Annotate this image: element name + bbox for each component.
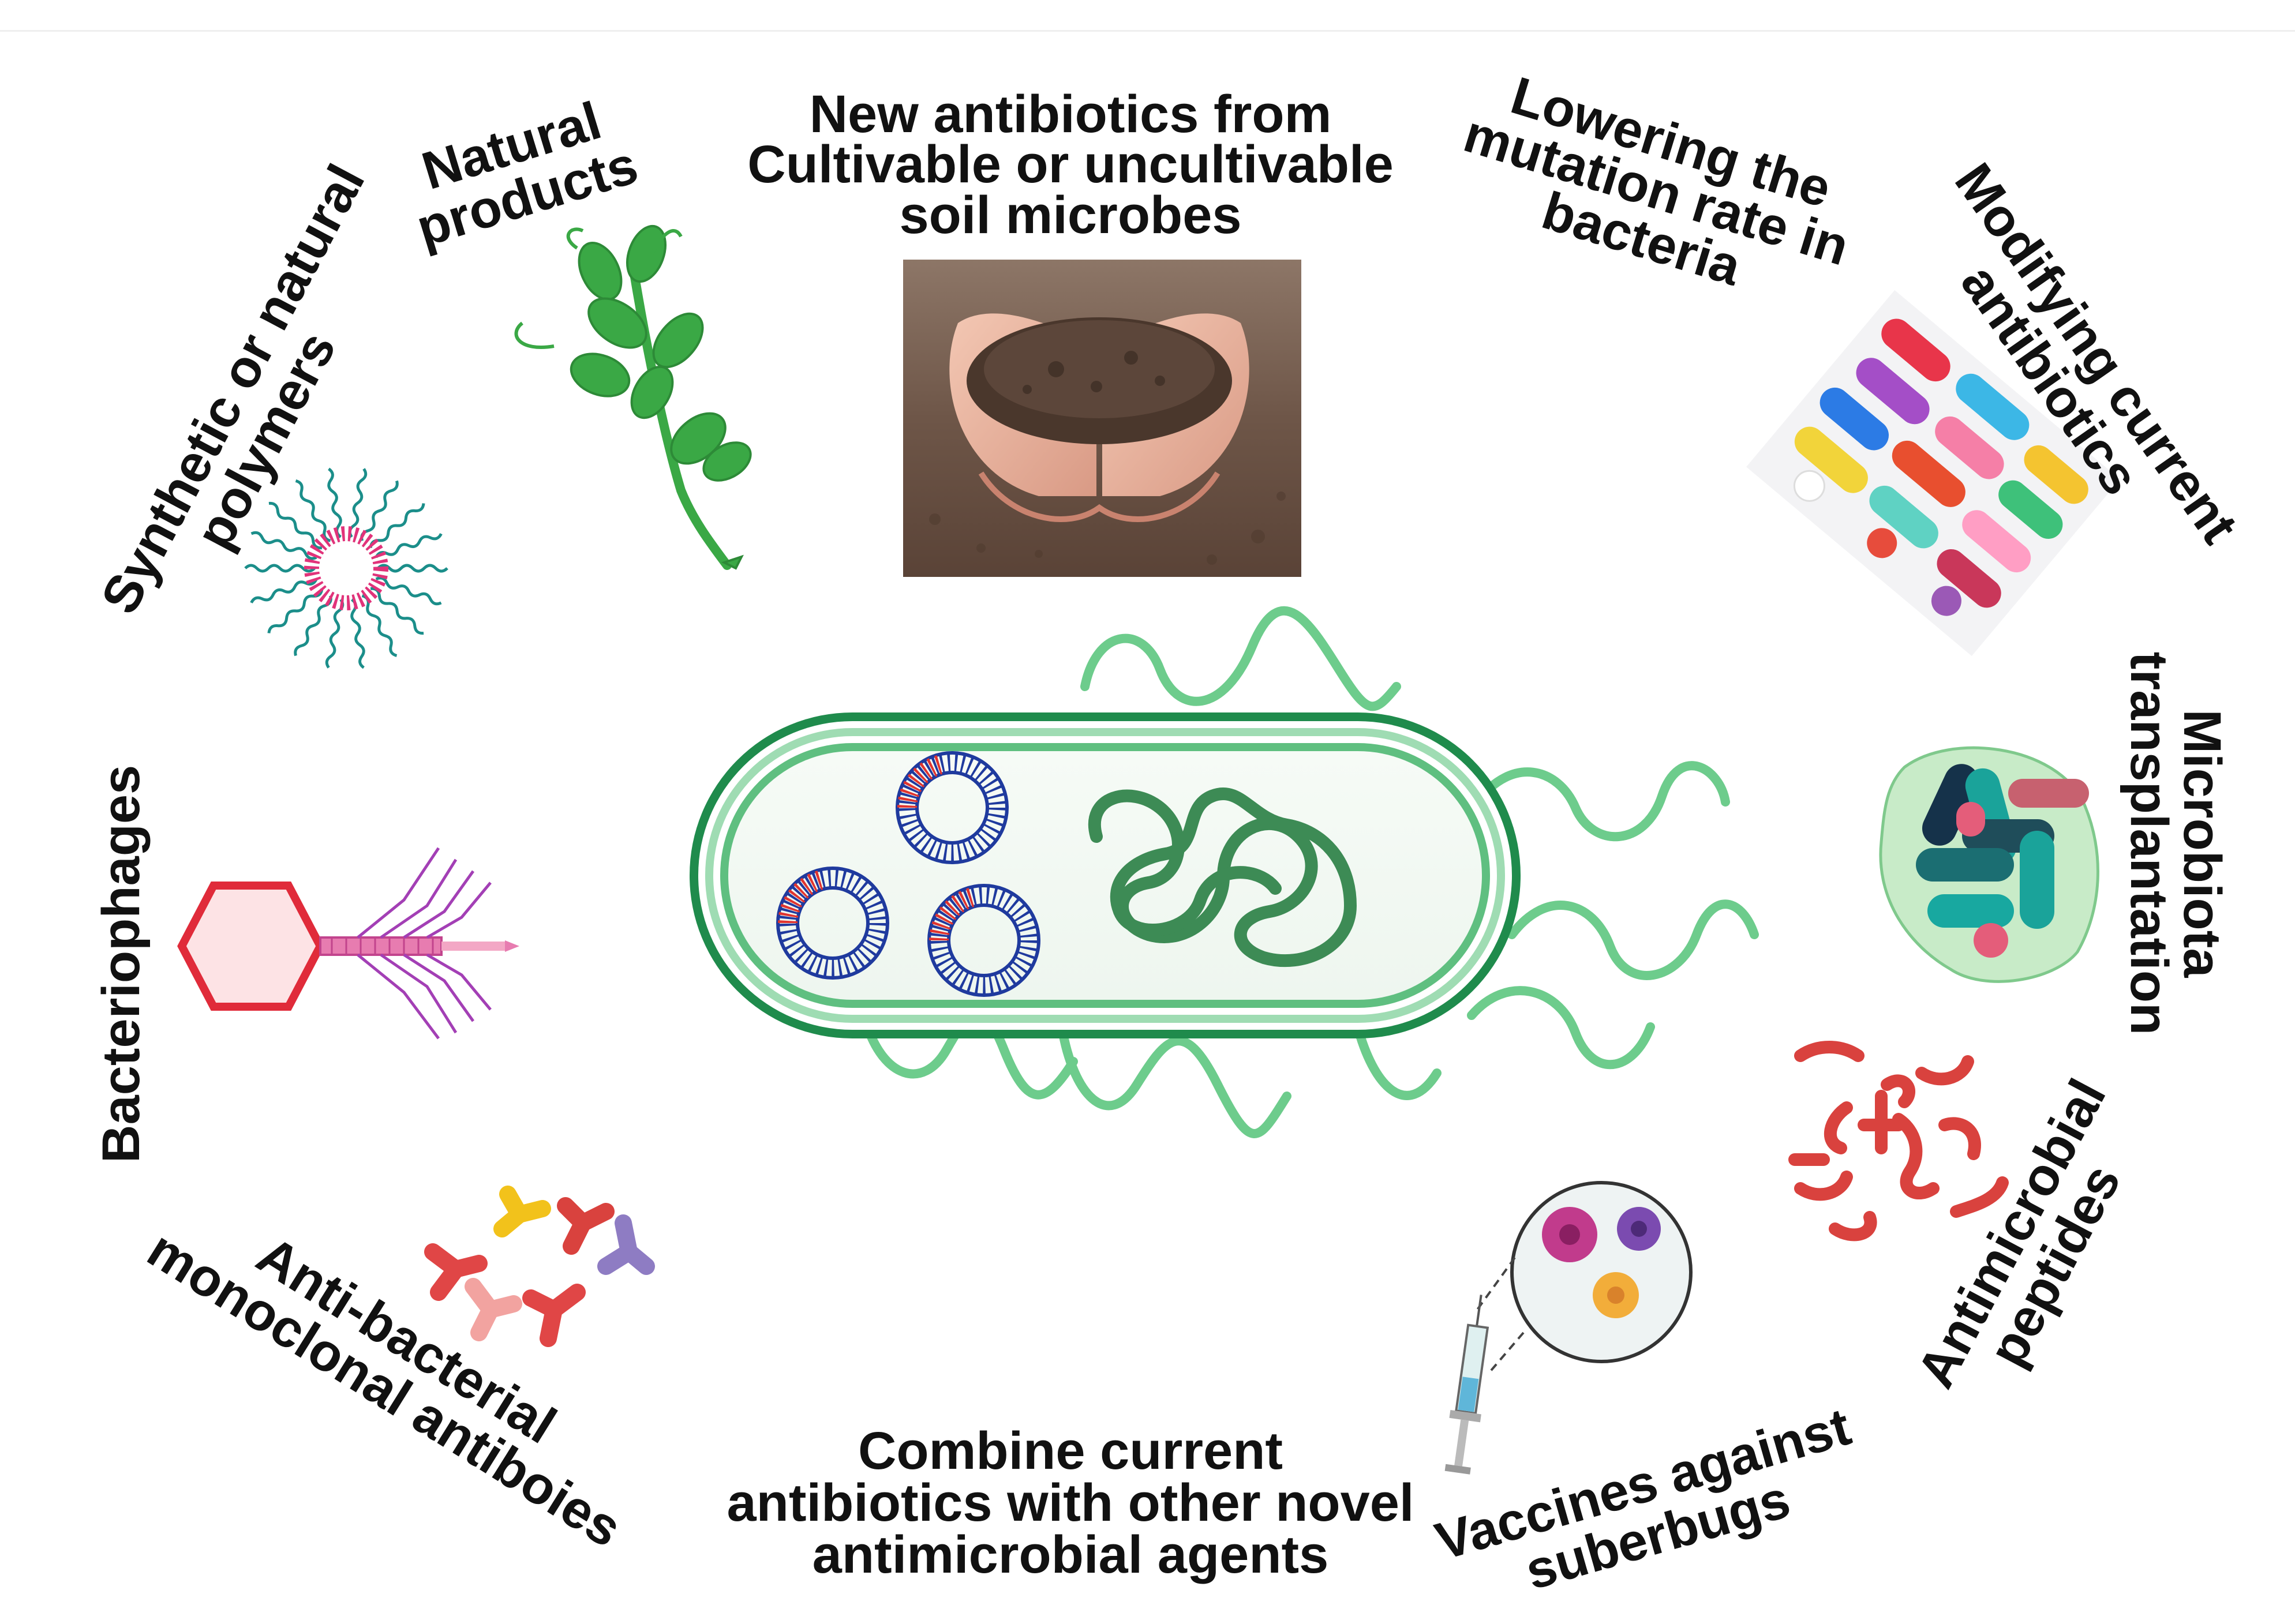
label-line: Bacteriophages [92, 764, 151, 1163]
label-line: antibiotics with other novel [727, 1473, 1414, 1533]
label-bacteriophages: Bacteriophages [92, 764, 151, 1163]
label-line: transplantation [2120, 651, 2178, 1036]
label-combine: Combine current antibiotics with other n… [716, 1422, 1425, 1585]
top-divider [0, 30, 2295, 32]
plasmid-3 [927, 884, 1040, 997]
plasmid-2 [776, 867, 889, 980]
label-line: soil microbes [899, 185, 1242, 245]
nucleoid-dna [1088, 787, 1357, 967]
polymer-micelle-icon [245, 468, 447, 668]
flagella [861, 606, 1759, 1138]
label-line: New antibiotics from [809, 85, 1332, 144]
label-line: Combine current [858, 1422, 1283, 1480]
peptides-icon [1788, 1041, 2009, 1242]
label-line: antimicrobial agents [812, 1525, 1329, 1585]
label-microbiota: Microbiota transplantation [2120, 642, 2232, 1045]
label-new-antibiotics: New antibiotics from Cultivable or uncul… [730, 85, 1411, 245]
microbiota-capsule-icon [1879, 746, 2099, 983]
pea-plant-icon [514, 224, 752, 570]
antibodies-icon [424, 1186, 655, 1347]
pathogen-2 [1617, 1207, 1661, 1251]
label-line: Microbiota [2173, 709, 2232, 978]
bacteriophage-icon [177, 847, 519, 1040]
soil-in-hands-photo [903, 260, 1301, 577]
pathogen-1 [1542, 1207, 1597, 1262]
pathogen-3 [1593, 1272, 1639, 1318]
bacterium-cell-icon [690, 606, 1759, 1138]
label-line: Cultivable or uncultivable [747, 135, 1394, 194]
pills-photo [1746, 290, 2120, 657]
plasmid-1 [896, 751, 1009, 864]
syringe-icon [1444, 1181, 1693, 1475]
